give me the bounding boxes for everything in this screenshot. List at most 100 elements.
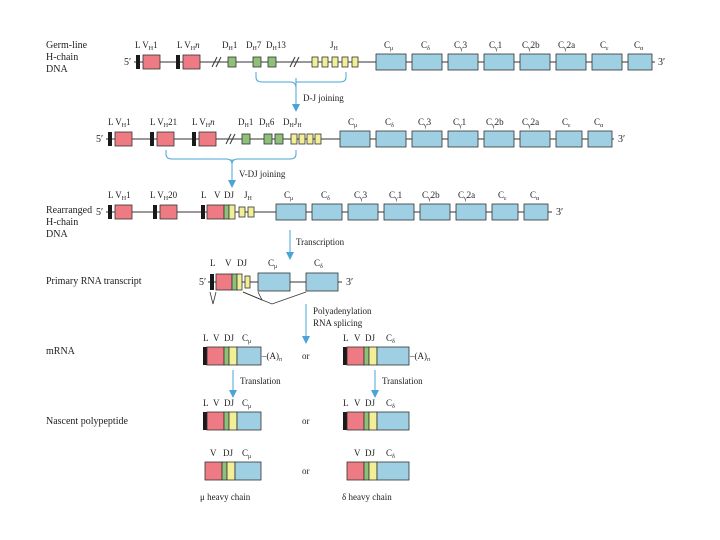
dj-row-cmu-segment: [339, 130, 371, 148]
dj-row-label-cepsilon: Cε: [562, 117, 571, 129]
dj-row-jh4-segment: [314, 133, 322, 145]
nascent-left-label-l: L: [203, 398, 209, 408]
germline-label-cmu: Cμ: [384, 40, 393, 52]
rearranged-label-cepsilon: Cε: [498, 190, 507, 202]
dj-joining-text: D-J joining: [303, 93, 344, 103]
mrna-or: or: [302, 351, 310, 361]
dj-row-label-calpha: Cα: [594, 117, 604, 129]
germline-dh1-segment: [227, 56, 237, 68]
mrna-row: –(A)n or L V DJ Cμ –(A)n L V DJ Cδ Tran: [203, 333, 430, 398]
rearranged-cdelta-segment: [311, 203, 343, 221]
rearranged-label-jh: JH: [244, 190, 253, 202]
mrna-right-poly-a: –(A)n: [409, 351, 430, 363]
mrna-left-label-l: L: [203, 333, 209, 343]
translation-right-text: Translation: [382, 376, 423, 386]
primary-label-v: V: [225, 258, 232, 268]
dj-row-break-a: [225, 133, 232, 145]
nascent-right-label-l: L: [343, 398, 349, 408]
rearranged-label-cdelta: Cδ: [321, 190, 330, 202]
nascent-right-j-segment: [368, 411, 378, 431]
germline-break-1a: [211, 56, 218, 68]
dj-row-cgamma2a-segment: [519, 130, 551, 148]
mrna-right-label-dj: DJ: [365, 333, 376, 343]
germline-cmu-segment: [375, 53, 407, 71]
germline-label-vhn: L VHn: [177, 40, 200, 52]
heavy-right-cdelta-segment: [376, 461, 410, 481]
dj-row-five-prime: 5′: [96, 134, 103, 145]
rearranged-jh2-segment: [247, 206, 255, 218]
vdj-joining-text: V-DJ joining: [239, 169, 286, 179]
mrna-left-j-segment: [228, 346, 238, 366]
germline-label: Germ-line H-chain DNA: [46, 40, 87, 76]
primary-leader-segment: [210, 274, 214, 290]
rearranged-label-dj: DJ: [224, 190, 235, 200]
rearranged-three-prime: 3′: [556, 207, 563, 218]
germline-label-line-1: Germ-line: [46, 40, 88, 51]
dj-row-jh1-segment: [290, 133, 298, 145]
germline-break-1b: [215, 56, 222, 68]
dj-joined-row: 5′ 3′: [96, 117, 625, 188]
germline-label-vh1: L VH1: [135, 40, 158, 52]
germline-cgamma1-segment: [483, 53, 515, 71]
primary-label-cmu: Cμ: [268, 258, 277, 270]
germline-cepsilon-segment: [591, 53, 623, 71]
rearranged-label-cgamma2a: Cγ2a: [458, 190, 475, 202]
mrna-right-label-cdelta: Cδ: [386, 333, 395, 345]
mrna-left-v-segment: [206, 346, 225, 366]
dj-row-dh6-segment: [263, 133, 273, 145]
rearranged-leader-20: [153, 205, 157, 219]
dj-row-label-dh6: DH6: [259, 117, 275, 129]
vdj-joining-bracket: [165, 150, 297, 165]
dj-row-cdelta-segment: [375, 130, 407, 148]
nascent-left-v-segment: [206, 411, 225, 431]
primary-j-segment: [236, 273, 243, 291]
mrna-left-cmu-segment: [236, 346, 262, 366]
dj-row-label-vhn: L VHn: [192, 117, 215, 129]
rearranged-cgamma1-segment: [383, 203, 415, 221]
mrna-left-label-dj: DJ: [224, 333, 235, 343]
heavy-left-label-v: V: [210, 448, 217, 458]
dj-row-label-vh21: L VH21: [150, 117, 177, 129]
germline-label-cgamma2a: Cγ2a: [558, 40, 575, 52]
dj-row-three-prime: 3′: [618, 134, 625, 145]
nascent-left-j-segment: [228, 411, 238, 431]
rearranged-label-line-1: Rearranged: [46, 205, 93, 216]
heavy-right-j-segment: [368, 461, 378, 481]
dj-row-label-dh-jh: DHJH: [283, 117, 302, 129]
germline-cgamma2a-segment: [555, 53, 587, 71]
germline-leader-1: [136, 55, 140, 69]
dj-row-leader-1: [108, 132, 112, 146]
primary-cdelta-segment: [305, 272, 339, 292]
nascent-left-label-dj: DJ: [224, 398, 235, 408]
mrna-left-label-cmu: Cμ: [242, 333, 251, 345]
primary-label-l: L: [210, 258, 216, 268]
germline-label-cgamma3: Cγ3: [454, 40, 468, 52]
dj-row-label-cgamma1: Cγ1: [453, 117, 466, 129]
primary-three-prime: 3′: [346, 277, 353, 288]
rearranged-leader-1: [108, 205, 112, 219]
mrna-right-label-v: V: [354, 333, 361, 343]
dj-row-jh3-segment: [306, 133, 314, 145]
rearranged-label-v: V: [214, 190, 221, 200]
dj-row-vhn-segment: [198, 131, 217, 147]
nascent-right-label-dj: DJ: [365, 398, 376, 408]
rearranged-label-vh1: L VH1: [108, 190, 131, 202]
rearranged-jh1-segment: [238, 206, 246, 218]
rearranged-label-l: L: [201, 190, 207, 200]
rearranged-vh1-segment: [114, 204, 133, 220]
primary-splice-cdelta: [242, 291, 307, 305]
rearranged-label: Rearranged H-chain DNA: [46, 205, 92, 241]
germline-break-2b: [293, 56, 300, 68]
mrna-right-j-segment: [368, 346, 378, 366]
mrna-right-d-segment: [363, 346, 370, 366]
dj-row-jh2-segment: [298, 133, 306, 145]
germline-label-cgamma2b: Cγ2b: [522, 40, 540, 52]
rearranged-label-line-3: DNA: [46, 229, 68, 240]
germline-leader-n: [176, 55, 180, 69]
nascent-left-label-v: V: [213, 398, 220, 408]
nascent-right-cdelta-segment: [376, 411, 410, 431]
rearranged-cgamma2b-segment: [419, 203, 451, 221]
mrna-left-leader: [203, 347, 207, 365]
dj-row-dh1-segment: [241, 133, 251, 145]
